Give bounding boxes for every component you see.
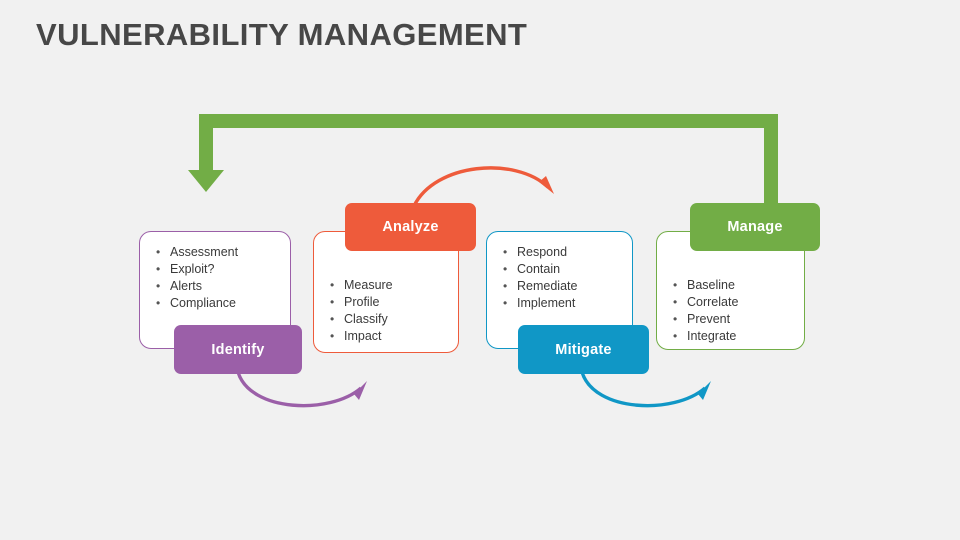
- connector-mitigate-to-manage: [580, 371, 711, 408]
- list-item: Contain: [501, 261, 577, 278]
- list-item: Profile: [328, 294, 393, 311]
- stage-label-identify[interactable]: Identify: [174, 325, 302, 374]
- list-item: Impact: [328, 328, 393, 345]
- connector-manage-to-identify: [188, 114, 778, 203]
- page-title: VULNERABILITY MANAGEMENT: [36, 17, 528, 52]
- stage-label-manage[interactable]: Manage: [690, 203, 820, 251]
- list-item: Respond: [501, 244, 577, 261]
- stage-item-list-analyze: Measure Profile Classify Impact: [328, 277, 393, 345]
- list-item: Classify: [328, 311, 393, 328]
- connector-identify-to-analyze: [236, 371, 367, 408]
- list-item: Assessment: [154, 244, 238, 261]
- stage-label-mitigate[interactable]: Mitigate: [518, 325, 649, 374]
- list-item: Remediate: [501, 278, 577, 295]
- stage-item-list-mitigate: Respond Contain Remediate Implement: [501, 244, 577, 312]
- list-item: Implement: [501, 295, 577, 312]
- stage-item-list-identify: Assessment Exploit? Alerts Compliance: [154, 244, 238, 312]
- stage-label-analyze[interactable]: Analyze: [345, 203, 476, 251]
- list-item: Integrate: [671, 328, 738, 345]
- list-item: Exploit?: [154, 261, 238, 278]
- list-item: Baseline: [671, 277, 738, 294]
- stage-card-analyze: Measure Profile Classify Impact: [313, 231, 459, 353]
- connector-analyze-to-mitigate: [412, 166, 554, 207]
- list-item: Prevent: [671, 311, 738, 328]
- list-item: Measure: [328, 277, 393, 294]
- list-item: Compliance: [154, 295, 238, 312]
- list-item: Correlate: [671, 294, 738, 311]
- list-item: Alerts: [154, 278, 238, 295]
- stage-item-list-manage: Baseline Correlate Prevent Integrate: [671, 277, 738, 345]
